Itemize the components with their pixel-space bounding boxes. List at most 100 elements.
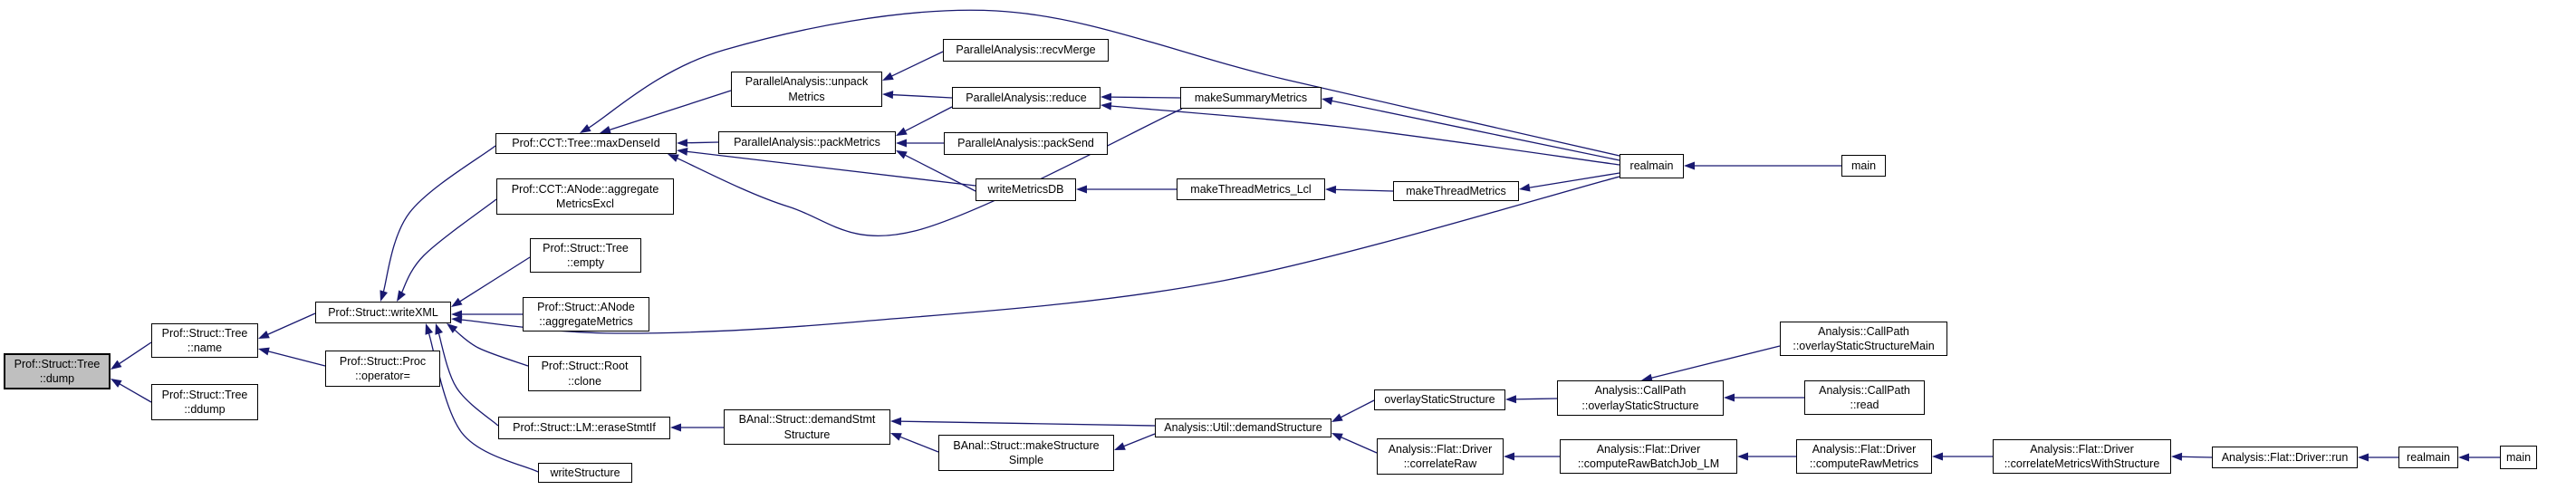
node-cp_read[interactable]: Analysis::CallPath::read [1804, 380, 1925, 415]
node-flat_run[interactable]: Analysis::Flat::Driver::run [2212, 447, 2358, 468]
node-label-line: ParallelAnalysis::unpack [745, 75, 869, 89]
arrowhead-icon [435, 323, 443, 335]
arrowhead-icon [1322, 97, 1333, 105]
call-edge-writeMetricsDB-to-packMetrics [901, 153, 976, 192]
node-correlateRaw[interactable]: Analysis::Flat::Driver::correlateRaw [1377, 438, 1504, 475]
node-label-line: Prof::Struct::Tree [161, 326, 248, 340]
node-label-line: ::empty [567, 256, 604, 269]
node-realmain_top[interactable]: realmain [1620, 154, 1684, 178]
node-label-line: Structure [783, 428, 831, 441]
call-edge-eraseStmtIf-to-writeXML [437, 330, 499, 427]
node-label-line: overlayStaticStructure [1384, 393, 1495, 407]
call-edge-empty-to-writeXML [457, 256, 531, 304]
arrowhead-icon [668, 154, 679, 162]
node-main_top[interactable]: main [1841, 155, 1886, 177]
call-edge-maxDenseId-to-writeXML [381, 145, 496, 295]
node-label-line: ::name [187, 341, 223, 354]
arrowhead-icon [1101, 92, 1112, 101]
arrowhead-icon [1641, 373, 1653, 382]
node-label-line: ParallelAnalysis::reduce [966, 91, 1087, 104]
node-label-line: ParallelAnalysis::packSend [957, 137, 1094, 150]
arrowhead-icon [1114, 442, 1126, 450]
arrowhead-icon [882, 91, 894, 100]
call-edge-makeStructureSimple-to-demandStmtStructure [897, 435, 939, 453]
arrowhead-icon [896, 150, 908, 159]
node-name[interactable]: Prof::Struct::Tree::name [151, 323, 258, 358]
node-main_bottom[interactable]: main [2500, 446, 2537, 469]
call-edge-reduce-to-unpackMetrics [889, 93, 953, 99]
node-label-line: main [1850, 159, 1877, 172]
node-computeRawBatchJob_LM[interactable]: Analysis::Flat::Driver::computeRawBatchJ… [1560, 439, 1737, 474]
arrowhead-icon [677, 147, 688, 156]
node-clone[interactable]: Prof::Struct::Root::clone [528, 356, 641, 391]
node-writeXML[interactable]: Prof::Struct::writeXML [315, 302, 451, 323]
node-makeSummaryMetrics[interactable]: makeSummaryMetrics [1180, 87, 1322, 109]
node-reduce[interactable]: ParallelAnalysis::reduce [952, 87, 1101, 109]
node-label-line: ::correlateRaw [1403, 457, 1477, 470]
node-dump[interactable]: Prof::Struct::Tree::dump [4, 353, 111, 389]
node-label-line: Prof::Struct::Tree [161, 388, 248, 401]
node-correlateMetricsWithStructure[interactable]: Analysis::Flat::Driver::correlateMetrics… [1993, 439, 2171, 474]
node-label-line: ::read [1850, 399, 1879, 411]
node-realmain_bottom[interactable]: realmain [2398, 447, 2458, 468]
node-label-line: BAnal::Struct::demandStmt [738, 413, 876, 427]
node-label-line: makeSummaryMetrics [1194, 91, 1308, 104]
call-edge-demandStructure-to-demandStmtStructure [897, 420, 1156, 427]
node-label-line: ParallelAnalysis::recvMerge [956, 43, 1096, 57]
call-edge-overlayStaticStructure-to-demandStructure [1337, 399, 1375, 419]
node-demandStructure[interactable]: Analysis::Util::demandStructure [1155, 418, 1331, 437]
node-empty[interactable]: Prof::Struct::Tree::empty [530, 238, 641, 273]
arrowhead-icon [1504, 452, 1514, 461]
node-writeMetricsDB[interactable]: writeMetricsDB [976, 178, 1076, 201]
node-overlayStaticStructureMain[interactable]: Analysis::CallPath::overlayStaticStructu… [1780, 322, 1947, 356]
node-operator_eq[interactable]: Prof::Struct::Proc::operator= [325, 351, 440, 387]
arrowhead-icon [896, 139, 907, 148]
node-ddump[interactable]: Prof::Struct::Tree::ddump [151, 384, 258, 420]
node-label-line: ::operator= [355, 370, 410, 382]
node-label-line: Metrics [788, 90, 825, 103]
node-eraseStmtIf[interactable]: Prof::Struct::LM::eraseStmtIf [498, 417, 670, 439]
node-label-line: ::aggregateMetrics [539, 315, 633, 328]
node-label-line: ::overlayStaticStructure [1581, 399, 1699, 412]
node-label-line: Prof::Struct::Tree [14, 357, 101, 370]
node-makeThreadMetrics[interactable]: makeThreadMetrics [1393, 181, 1519, 201]
call-edge-clone-to-writeXML [451, 327, 529, 367]
arrowhead-icon [1737, 452, 1748, 461]
arrowhead-icon [258, 347, 270, 356]
call-edge-writeXML-to-name [264, 312, 316, 337]
node-maxDenseId[interactable]: Prof::CCT::Tree::maxDenseId [495, 133, 677, 154]
node-aggMetrics[interactable]: Prof::Struct::ANode::aggregateMetrics [523, 297, 649, 331]
node-label-line: Prof::Struct::Tree [543, 241, 629, 255]
arrowhead-icon [1684, 161, 1695, 170]
arrowhead-icon [896, 127, 908, 136]
node-label-line: Analysis::CallPath [1594, 384, 1687, 398]
node-label-line: BAnal::Struct::makeStructure [953, 438, 1100, 452]
node-label-line: Analysis::Flat::Driver [1596, 442, 1701, 456]
node-writeStructure[interactable]: writeStructure [538, 463, 632, 483]
node-label-line: Prof::CCT::ANode::aggregate [511, 182, 659, 196]
node-recvMerge[interactable]: ParallelAnalysis::recvMerge [943, 39, 1109, 62]
arrowhead-icon [111, 360, 122, 370]
node-cp_overlayStaticStructure[interactable]: Analysis::CallPath::overlayStaticStructu… [1557, 380, 1724, 416]
node-computeRawMetrics[interactable]: Analysis::Flat::Driver::computeRawMetric… [1796, 439, 1932, 474]
arrowhead-icon [580, 124, 591, 133]
call-edge-operator_eq-to-name [264, 350, 326, 367]
node-packMetrics[interactable]: ParallelAnalysis::packMetrics [718, 131, 896, 154]
arrowhead-icon [890, 433, 902, 441]
node-label-line: ::computeRawBatchJob_LM [1577, 457, 1720, 470]
call-edge-makeThreadMetrics-to-makeThreadMetrics_Lcl [1331, 188, 1394, 192]
arrowhead-icon [451, 310, 462, 319]
node-overlayStaticStructure[interactable]: overlayStaticStructure [1374, 389, 1505, 410]
node-makeThreadMetrics_Lcl[interactable]: makeThreadMetrics_Lcl [1177, 178, 1325, 200]
arrowhead-icon [1325, 185, 1337, 194]
arrowhead-icon [890, 417, 902, 426]
call-edge-packMetrics-to-maxDenseId [683, 141, 719, 144]
call-edge-realmain_top-to-writeXML [457, 176, 1620, 334]
arrowhead-icon [397, 290, 406, 302]
node-packSend[interactable]: ParallelAnalysis::packSend [944, 132, 1108, 155]
node-label-line: Prof::Struct::Root [541, 360, 629, 373]
